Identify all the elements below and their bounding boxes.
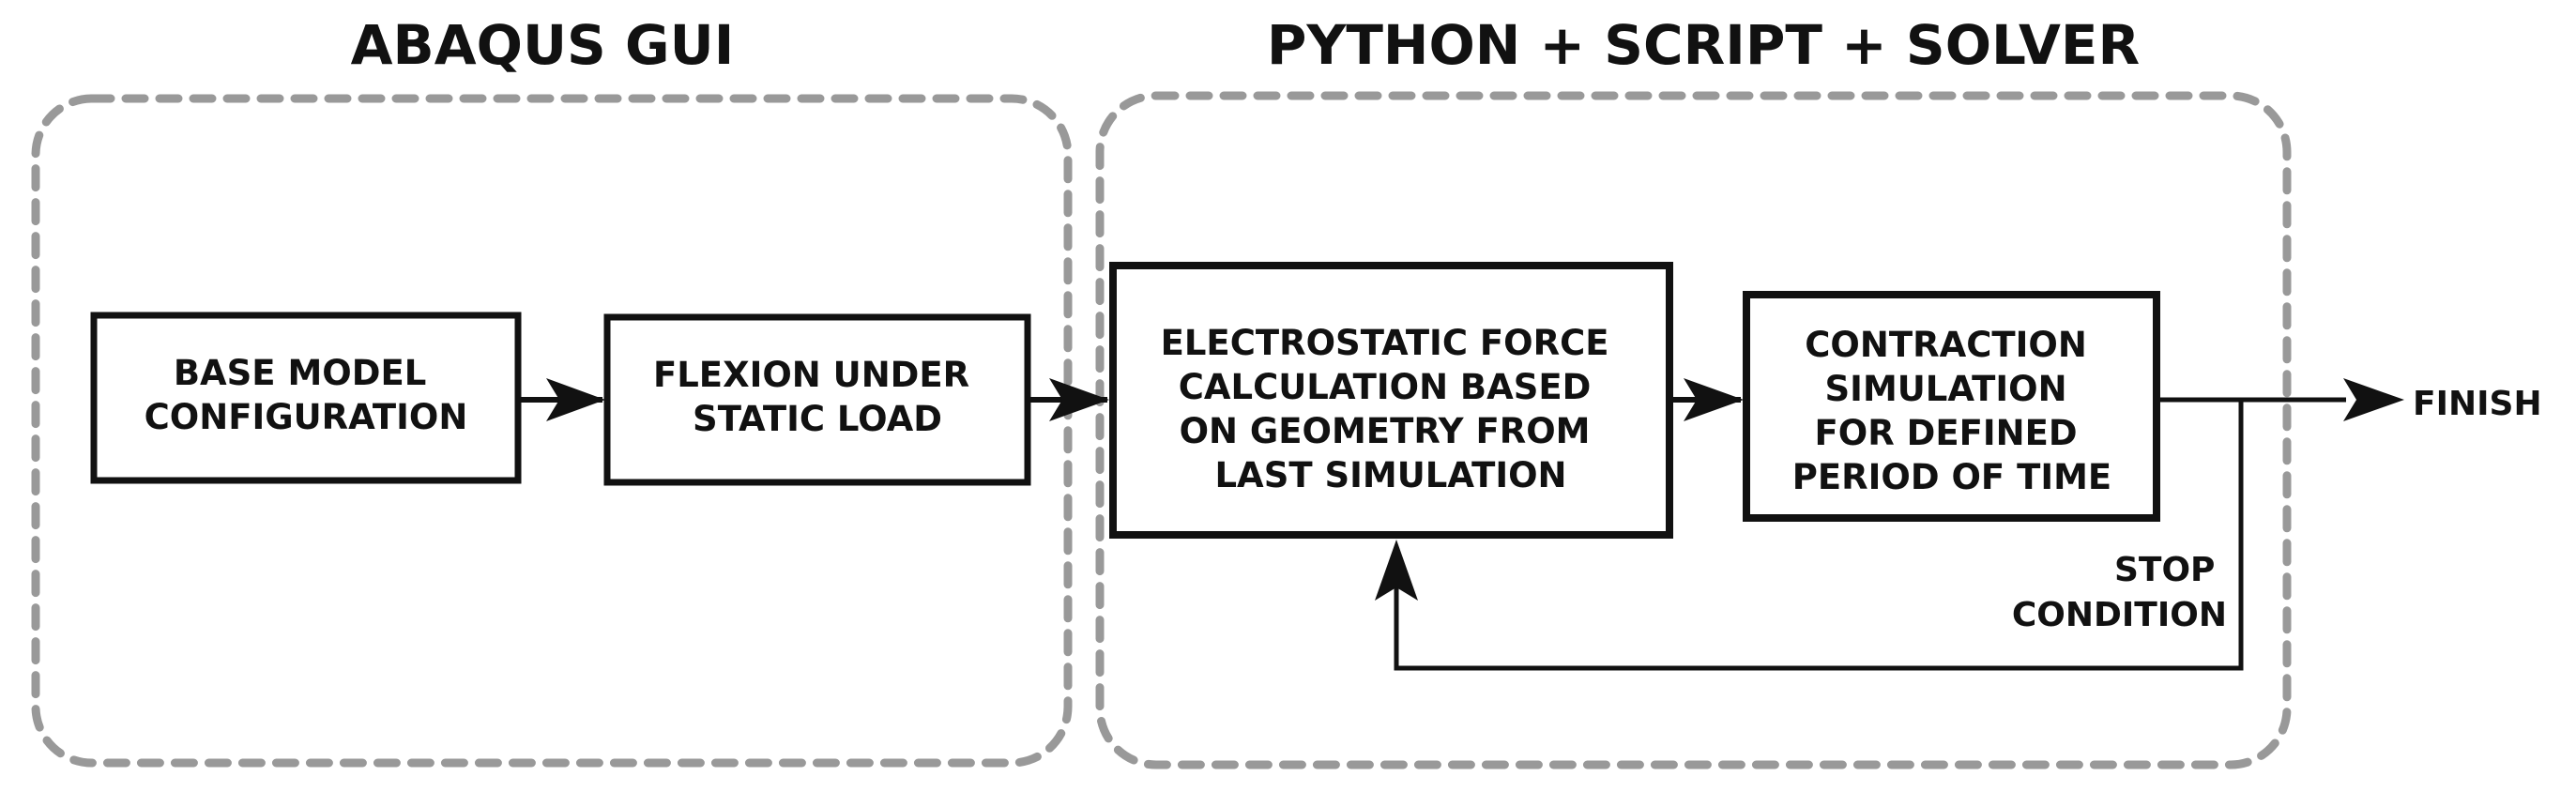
arrowhead-flexion-to-electrostatic [1049,378,1109,421]
node-contraction: CONTRACTION SIMULATION FOR DEFINED PERIO… [1743,291,2160,522]
finish-label: FINISH [2413,385,2542,423]
arrowhead-electrostatic-to-contraction [1684,378,1744,421]
arrowhead-base-to-flexion [546,378,605,421]
node-contraction-text: CONTRACTION SIMULATION FOR DEFINED PERIO… [1792,325,2111,497]
node-flexion-text: FLEXION UNDER STATIC LOAD [653,355,982,439]
node-base-model: BASE MODEL CONFIGURATION [90,312,522,484]
node-base-model-text: BASE MODEL CONFIGURATION [145,353,468,437]
group-title-abaqus: ABAQUS GUI [351,13,735,77]
arrowhead-contraction-to-finish [2343,378,2404,421]
group-box-abaqus [31,94,1073,768]
arrowhead-feedback-to-electrostatic [1375,540,1418,601]
stop-condition-label: STOP CONDITION [2012,551,2227,634]
node-flexion: FLEXION UNDER STATIC LOAD [603,313,1031,486]
node-electrostatic: ELECTROSTATIC FORCE CALCULATION BASED ON… [1109,262,1673,539]
node-electrostatic-text: ELECTROSTATIC FORCE CALCULATION BASED ON… [1161,323,1622,495]
group-title-python: PYTHON + SCRIPT + SOLVER [1267,13,2140,77]
group-box-python [1095,91,2292,769]
feedback-loop-line [1394,400,2244,671]
